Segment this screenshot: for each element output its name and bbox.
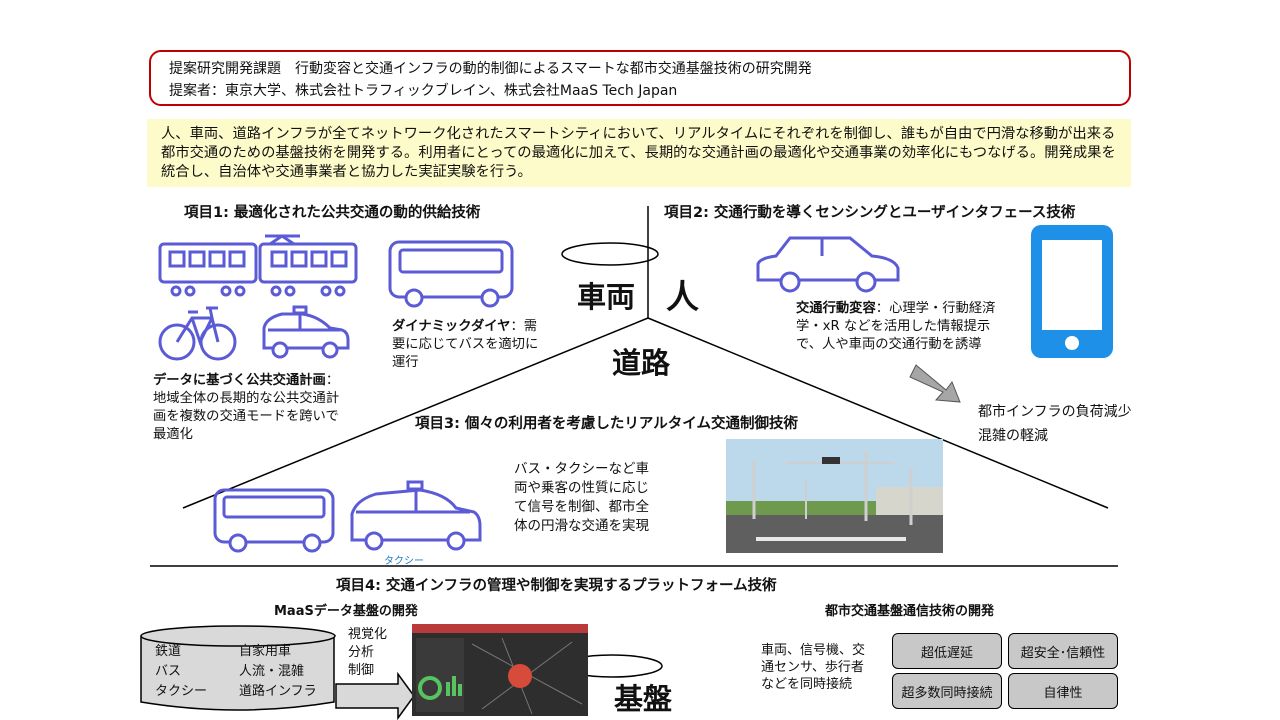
behavior-change-title: 交通行動変容 xyxy=(796,301,876,316)
db-item-people-flow: 人流・混雑 xyxy=(239,664,305,679)
dynamic-diagram-title: ダイナミックダイヤ xyxy=(392,319,511,334)
project-title-box: 提案研究開発課題 行動変容と交通インフラの動的制御によるスマートな都市交通基盤技… xyxy=(149,50,1131,106)
train-icon xyxy=(158,234,358,297)
item3-heading: 項目3: 個々の利用者を考慮したリアルタイム交通制御技術 xyxy=(415,416,798,432)
behavior-change-desc: ：心理学・行動経済学・xR などを活用した情報提示で、人や車両の交通行動を誘導 xyxy=(796,301,996,352)
taxi-small-icon xyxy=(262,305,350,359)
database-cylinder-icon xyxy=(140,625,336,711)
db-item-rail: 鉄道 xyxy=(155,644,182,659)
maas-heading: MaaSデータ基盤の開発 xyxy=(274,604,418,619)
bus-top-icon xyxy=(388,240,514,308)
arrow-labels: 視覚化 分析 制御 xyxy=(348,626,387,680)
vehicle-ellipse xyxy=(561,242,659,266)
feature-safety-reliability: 超安全･信頼性 xyxy=(1008,633,1118,669)
item4-heading: 項目4: 交通インフラの管理や制御を実現するプラットフォーム技術 xyxy=(336,578,777,594)
feature-massive-connection: 超多数同時接続 xyxy=(892,673,1002,709)
arrow-label-control: 制御 xyxy=(348,663,375,678)
taxi-bottom-icon xyxy=(350,480,482,551)
feature-ultra-low-latency: 超低遅延 xyxy=(892,633,1002,669)
pyramid-left-edge xyxy=(182,317,649,509)
arrow-label-analyze: 分析 xyxy=(348,645,375,660)
item1-heading: 項目1: 最適化された公共交通の動的供給技術 xyxy=(184,205,481,221)
arrow-label-visualize: 視覚化 xyxy=(348,627,388,642)
dynamic-diagram-desc: ：需要に応じてバスを適切に運行 xyxy=(392,319,539,370)
taxi-caption: タクシー xyxy=(384,556,424,567)
effect-line-1: 都市インフラの負荷減少 xyxy=(978,404,1132,420)
platform-label: 基盤 xyxy=(614,682,673,716)
traffic-signal-photo xyxy=(726,439,943,553)
road-label: 道路 xyxy=(612,346,671,380)
proposer-line: 提案者：東京大学、株式会社トラフィックブレイン、株式会社MaaS Tech Ja… xyxy=(169,83,678,99)
db-item-bus: バス xyxy=(155,664,182,679)
db-item-road-infra: 道路インフラ xyxy=(239,684,317,699)
summary-text: 人、車両、道路インフラが全てネットワーク化されたスマートシティにおいて、リアルタ… xyxy=(161,126,1116,180)
db-item-private-car: 自家用車 xyxy=(239,644,292,659)
item2-heading: 項目2: 交通行動を導くセンシングとユーザインタフェース技術 xyxy=(664,205,1076,221)
smartphone-icon xyxy=(1031,225,1113,358)
project-title: 提案研究開発課題 行動変容と交通インフラの動的制御によるスマートな都市交通基盤技… xyxy=(169,61,812,77)
pyramid-right-edge xyxy=(647,317,1109,509)
behavior-change-text: 交通行動変容：心理学・行動経済学・xR などを活用した情報提示で、人や車両の交通… xyxy=(796,300,1008,354)
data-flow-arrow-icon xyxy=(335,671,415,720)
behavior-arrow-icon xyxy=(909,364,961,403)
feature-autonomy: 自律性 xyxy=(1008,673,1118,709)
bicycle-icon xyxy=(158,306,237,361)
comm-heading: 都市交通基盤通信技術の開発 xyxy=(825,604,995,619)
transit-plan-title: データに基づく公共交通計画 xyxy=(153,373,326,388)
dynamic-diagram-text: ダイナミックダイヤ：需要に応じてバスを適切に運行 xyxy=(392,318,544,372)
transit-plan-text: データに基づく公共交通計画： 地域全体の長期的な公共交通計画を複数の交通モードを… xyxy=(153,372,343,444)
comm-text: 車両、信号機、交通センサ、歩行者などを同時接続 xyxy=(761,643,866,692)
summary-box: 人、車両、道路インフラが全てネットワーク化されたスマートシティにおいて、リアルタ… xyxy=(147,119,1131,187)
db-item-taxi: タクシー xyxy=(155,684,208,699)
bus-bottom-icon xyxy=(213,488,335,553)
signal-control-text: バス・タクシーなど車両や乗客の性質に応じて信号を制御、都市全体の円滑な交通を実現 xyxy=(514,461,649,534)
effect-text: 都市インフラの負荷減少 混雑の軽減 xyxy=(978,400,1132,448)
person-label: 人 xyxy=(666,277,699,316)
effect-line-2: 混雑の軽減 xyxy=(978,428,1048,444)
transit-plan-desc: ： 地域全体の長期的な公共交通計画を複数の交通モードを跨いで最適化 xyxy=(153,373,340,442)
car-icon xyxy=(756,236,900,293)
vehicle-label: 車両 xyxy=(577,280,636,314)
maas-dashboard-screenshot xyxy=(412,624,588,716)
